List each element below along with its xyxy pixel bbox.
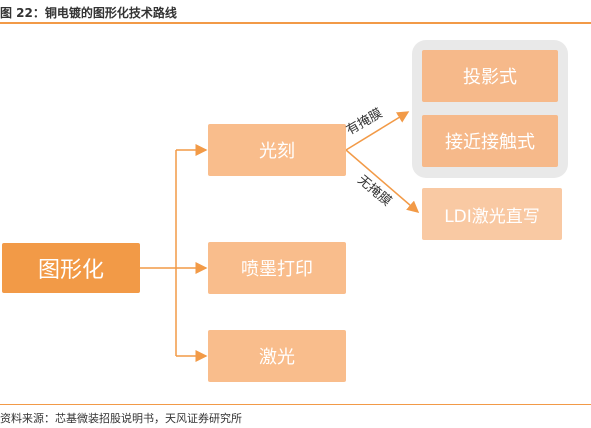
proximity-contact-node: 接近接触式 (422, 115, 558, 167)
ldi-direct-write-node: LDI激光直写 (422, 188, 562, 240)
bottom-divider (0, 404, 591, 405)
figure-title: 图 22：铜电镀的图形化技术路线 (0, 6, 177, 20)
source-note: 资料来源：芯基微装招股说明书，天风证券研究所 (0, 412, 242, 425)
root-node: 图形化 (2, 243, 140, 293)
inkjet-printing-node: 喷墨打印 (208, 242, 346, 294)
projection-node: 投影式 (422, 50, 558, 102)
photolithography-node: 光刻 (208, 124, 346, 176)
top-divider (0, 22, 591, 24)
arrow-with-mask (345, 111, 410, 151)
arrow-without-mask (345, 149, 420, 213)
laser-node: 激光 (208, 330, 346, 382)
